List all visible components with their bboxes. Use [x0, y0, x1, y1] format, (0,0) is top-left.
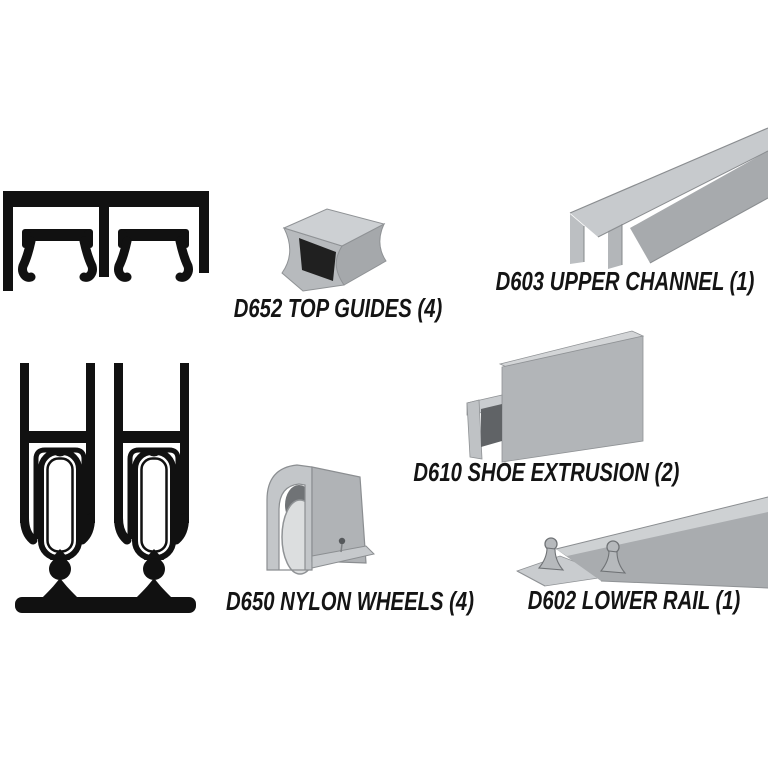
shoe-extrusion-part-image — [466, 330, 645, 463]
label-shoe-extrusion: D610 SHOE EXTRUSION (2) — [413, 457, 680, 487]
label-lower-rail: D602 LOWER RAIL (1) — [527, 585, 741, 615]
lower-rail-part-image — [516, 496, 768, 589]
top-guide-part-image — [281, 208, 387, 292]
upper-channel-cross-section-drawing — [3, 191, 209, 291]
label-top-guides: D652 TOP GUIDES (4) — [233, 293, 443, 323]
label-upper-channel: D603 UPPER CHANNEL (1) — [495, 266, 755, 296]
rollers-cross-section-drawing — [15, 363, 196, 613]
nylon-wheel-part-image — [266, 464, 375, 575]
upper-channel-part-image — [569, 127, 768, 269]
label-nylon-wheels: D650 NYLON WHEELS (4) — [226, 586, 474, 616]
